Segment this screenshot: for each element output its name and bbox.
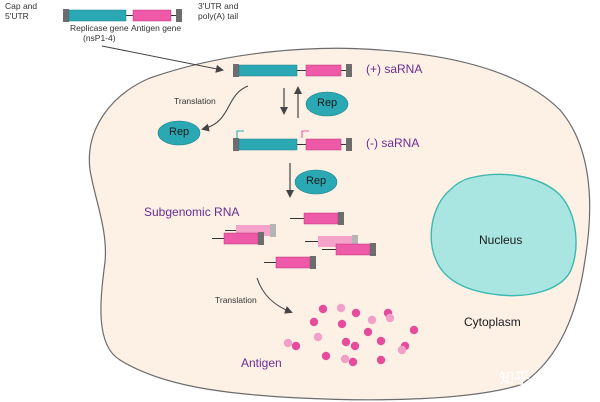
antigen-dot — [313, 332, 323, 342]
antigen-dot — [321, 351, 331, 361]
antigen-particles — [283, 303, 419, 367]
minus-tail — [346, 138, 352, 151]
replication-rep-label: Rep — [317, 97, 338, 109]
minus-sarna-label: (-) saRNA — [366, 136, 420, 150]
plus-sarna-construct — [233, 64, 352, 77]
cytoplasm-label: Cytoplasm — [464, 315, 521, 329]
plus-cap — [233, 64, 239, 77]
antigen-dot — [376, 336, 386, 346]
translation-rep-label: Rep — [169, 126, 190, 138]
minus-antigen — [305, 138, 342, 151]
legend-replicase-block — [68, 9, 127, 22]
legend-replicase-label: Replicase gene (nsP1-4) — [70, 23, 129, 43]
antigen-dot — [385, 313, 395, 323]
subgenomic-rna-label: Subgenomic RNA — [144, 205, 240, 219]
antigen-dot — [291, 341, 301, 351]
antigen-dot — [318, 304, 328, 314]
legend-antigen-block — [132, 9, 172, 22]
legend-cap-block — [63, 9, 69, 22]
subgenomic-rna-fragment — [322, 243, 376, 256]
antigen-dot — [350, 341, 360, 351]
legend-tail-label: 3'UTR and poly(A) tail — [198, 1, 239, 21]
legend-antigen-label: Antigen gene — [131, 23, 182, 33]
subgenomic-rna-fragment — [290, 212, 344, 225]
plus-sarna-label: (+) saRNA — [366, 62, 423, 76]
legend-construct — [63, 9, 182, 22]
minus-sarna-construct — [233, 130, 352, 151]
minus-promoter-left — [236, 130, 244, 138]
antigen-dot — [397, 345, 407, 355]
plus-replicase — [238, 64, 298, 77]
translation-top-arrow — [201, 85, 249, 132]
translation-rep-shape — [157, 120, 201, 146]
antigen-dot — [376, 355, 386, 365]
watermark: 知乎 @aaaa — [499, 370, 586, 387]
translation-bottom-label: Translation — [215, 295, 257, 305]
antigen-dot — [340, 354, 350, 364]
nucleus-shape — [430, 173, 577, 297]
minus-promoter-right — [301, 130, 309, 138]
antigen-dot — [367, 315, 377, 325]
replication-rep-shape — [305, 91, 349, 117]
antigen-dot — [337, 319, 347, 329]
antigen-dot — [348, 357, 358, 367]
minus-replicase — [238, 138, 298, 151]
antigen-dot — [363, 327, 373, 337]
legend-to-plus-arrow — [101, 45, 224, 73]
subgenomic-rna-fragment — [212, 232, 264, 245]
plus-antigen — [305, 64, 342, 77]
antigen-dot — [309, 317, 319, 327]
legend-tail-block — [176, 9, 182, 22]
subgenomic-rna-fragment — [305, 235, 358, 248]
antigen-dot — [409, 325, 419, 335]
nucleus-label: Nucleus — [479, 233, 523, 247]
subgenomic-rep-label: Rep — [306, 175, 327, 187]
translation-bottom-arrow — [256, 277, 293, 314]
subgenomic-rep-shape — [294, 169, 338, 195]
subgenomic-rna-fragment — [264, 256, 316, 269]
subgenomic-rna-fragment — [225, 224, 276, 237]
antigen-dot — [351, 308, 361, 318]
antigen-dot — [283, 338, 293, 348]
plus-tail — [346, 64, 352, 77]
antigen-dot — [341, 337, 351, 347]
legend-cap-label: Cap and 5'UTR — [5, 1, 38, 21]
antigen-label: Antigen — [241, 356, 282, 370]
translation-top-label: Translation — [174, 96, 216, 106]
minus-cap — [233, 138, 239, 151]
antigen-dot — [336, 303, 346, 313]
